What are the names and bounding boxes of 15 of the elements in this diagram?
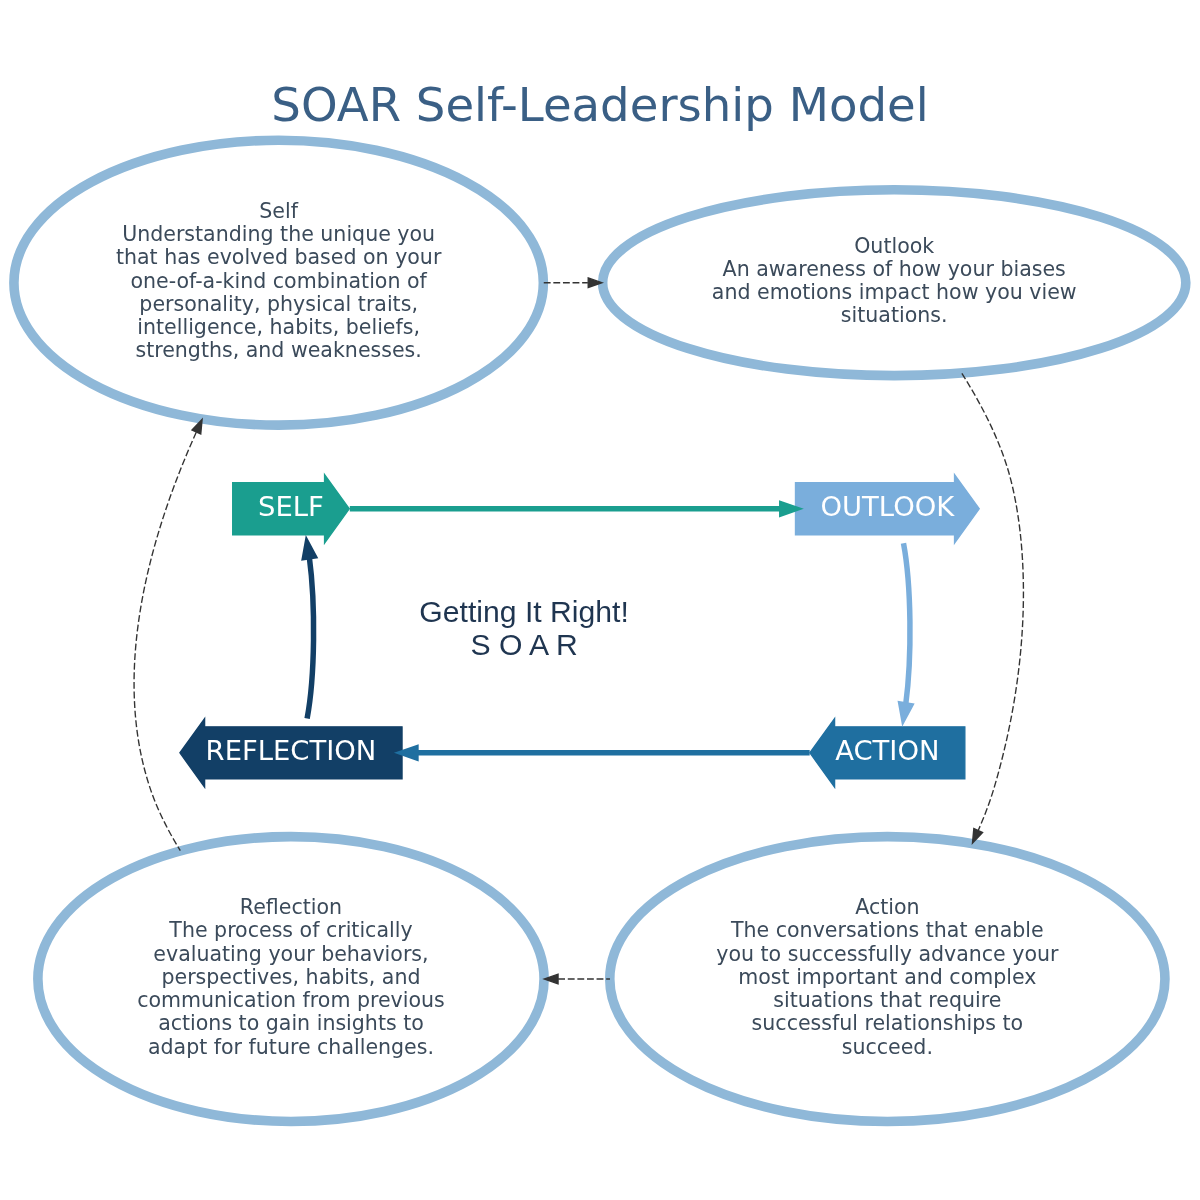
- diagram-title: SOAR Self-Leadership Model: [271, 78, 929, 133]
- node-ellipse: Reflection The process of critically evaluating your behaviors, perspectives, habits, and communication from previous actions to gain insights to adapt for future challenges.: [33, 831, 549, 1127]
- node-ellipse: Action The conversations that enable you to successfully advance your most important and complex situations that require successful relationships to succeed.: [605, 831, 1170, 1127]
- node-ellipse: Self Understanding the unique you that has evolved based on your one-of-a-kind combination of personality, physical traits, intelligence, habits, beliefs, strengths, and weaknesses.: [9, 135, 549, 430]
- arrow: [133, 417, 203, 852]
- arrow: [301, 535, 319, 719]
- arrow: [393, 744, 810, 762]
- label: S O A R: [470, 627, 578, 661]
- label: Getting It Right!: [419, 595, 629, 629]
- arrow: [349, 500, 804, 518]
- arrow: [897, 542, 915, 727]
- node-ellipse: Outlook An awareness of how your biases and emotions impact how you view situations.: [597, 185, 1191, 381]
- arrow: [543, 276, 604, 289]
- arrow: [542, 973, 611, 985]
- arrow: [961, 372, 1025, 845]
